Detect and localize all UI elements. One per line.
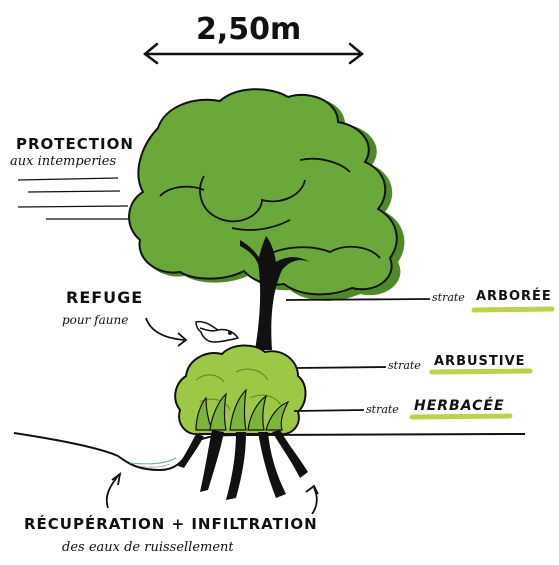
bottom-title: RÉCUPÉRATION + INFILTRATION (24, 515, 318, 533)
refuge-subtitle: pour faune (62, 313, 129, 327)
strate-arboree: ARBORÉE (476, 289, 552, 304)
tree-canopy (128, 88, 405, 301)
tree-trunk (240, 236, 310, 350)
strate-herbacee: HERBACÉE (414, 398, 505, 414)
refuge-title: REFUGE (66, 288, 144, 307)
label-highlights (409, 306, 555, 420)
strate-prefix-arboree: strate (432, 291, 465, 304)
strate-prefix-arbustive: strate (388, 359, 421, 372)
roots (178, 430, 308, 500)
width-label: 2,50m (196, 12, 302, 47)
protection-subtitle: aux intemperies (10, 154, 117, 169)
shrub (174, 344, 307, 436)
bird-icon (195, 320, 240, 343)
herbs (195, 388, 290, 431)
protection-title: PROTECTION (16, 135, 134, 153)
strate-arbustive: ARBUSTIVE (434, 354, 526, 369)
ground-line (13, 432, 526, 472)
width-arrow (142, 42, 365, 65)
bottom-subtitle: des eaux de ruissellement (62, 540, 234, 555)
leader-lines (105, 298, 431, 515)
strate-prefix-herbacee: strate (366, 403, 399, 416)
protection-lines (17, 177, 129, 220)
